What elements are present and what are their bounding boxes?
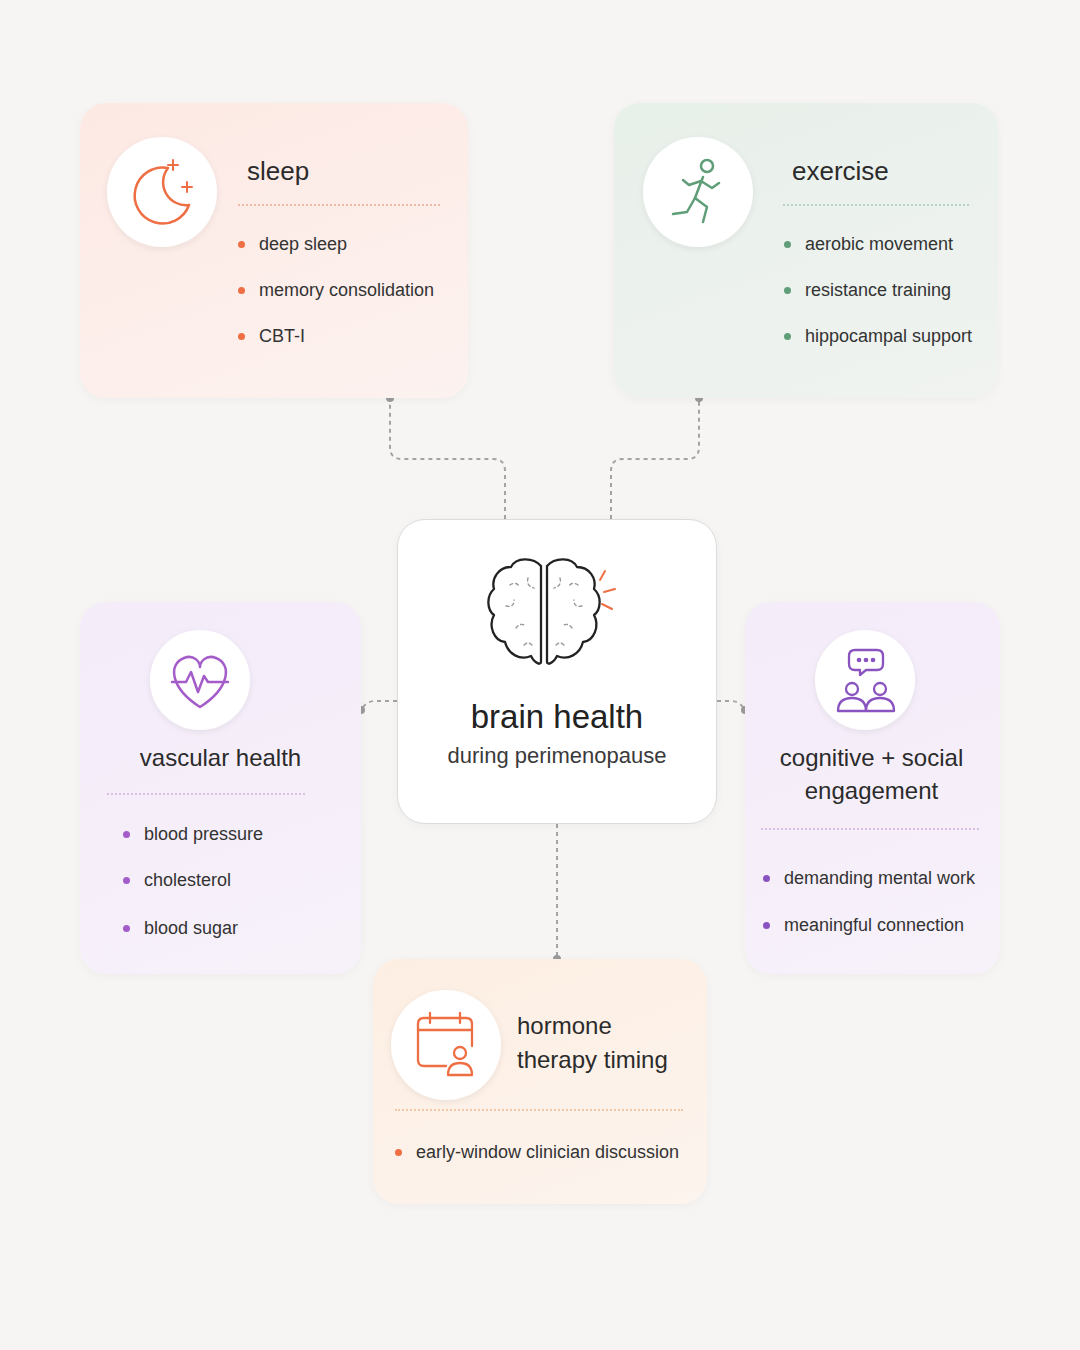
topic-box: sleep deep sleep memory consolidationCBT-I	[80, 103, 468, 398]
bullet-text: CBT-I	[259, 325, 305, 348]
center-box: brain health during perimenopause	[397, 519, 717, 824]
bullet-dot	[123, 831, 130, 838]
runner-icon	[643, 137, 753, 247]
bullet-dot	[763, 875, 770, 882]
calendar-icon	[391, 990, 501, 1100]
bullet-text: memory consolidation	[259, 279, 434, 302]
brain-icon	[488, 559, 615, 663]
bullet-dot	[123, 925, 130, 932]
bullet-dot	[395, 1149, 402, 1156]
connector-line	[390, 398, 505, 519]
bullet-text: early-window clinician discussion	[416, 1141, 679, 1164]
connector-line	[611, 398, 699, 519]
box-heading: sleep	[247, 155, 309, 188]
bullet-text: blood pressure	[144, 823, 263, 846]
bullet-text: resistance training	[805, 279, 951, 302]
divider-line	[107, 793, 305, 795]
bullet-dot	[784, 287, 791, 294]
box-heading: exercise	[792, 155, 889, 188]
bullet-text: blood sugar	[144, 917, 238, 940]
bullet-text: aerobic movement	[805, 233, 953, 256]
heart-icon	[150, 630, 250, 730]
bullet-dot	[784, 333, 791, 340]
bullet-dot	[123, 877, 130, 884]
topic-box: vascular health blood pressure cholesterol…	[80, 602, 361, 974]
divider-line	[395, 1109, 683, 1111]
box-heading: brain health	[398, 696, 716, 737]
bullet-dot	[238, 241, 245, 248]
divider-line	[238, 204, 440, 206]
dashed-connector	[611, 394, 703, 519]
bullet-dot	[238, 333, 245, 340]
box-heading: cognitive + social engagement	[759, 741, 984, 807]
box-heading: hormone therapy timing	[517, 1009, 689, 1077]
bullet-text: deep sleep	[259, 233, 347, 256]
bullet-text: demanding mental work	[784, 867, 975, 890]
dashed-connector	[386, 394, 505, 519]
bullet-text: hippocampal support	[805, 325, 972, 348]
divider-line	[761, 828, 979, 830]
bullet-text: cholesterol	[144, 869, 231, 892]
box-heading: vascular health	[80, 743, 361, 773]
moon-icon	[107, 137, 217, 247]
topic-box: cognitive + social engagement demanding m…	[745, 602, 1000, 974]
bullet-dot	[763, 922, 770, 929]
topic-box: hormone therapy timing early-window clini…	[373, 959, 707, 1204]
bullet-dot	[784, 241, 791, 248]
connector-line	[717, 701, 745, 710]
box-subtitle: during perimenopause	[398, 742, 716, 770]
dashed-connector	[357, 701, 397, 714]
divider-line	[783, 204, 969, 206]
connector-line	[556, 824, 558, 959]
topic-box: exercise aerobic movement resistance train…	[614, 103, 998, 398]
bullet-text: meaningful connection	[784, 914, 964, 937]
dashed-connector	[553, 824, 561, 963]
people-icon	[815, 630, 915, 730]
connector-line	[361, 701, 397, 710]
bullet-dot	[238, 287, 245, 294]
